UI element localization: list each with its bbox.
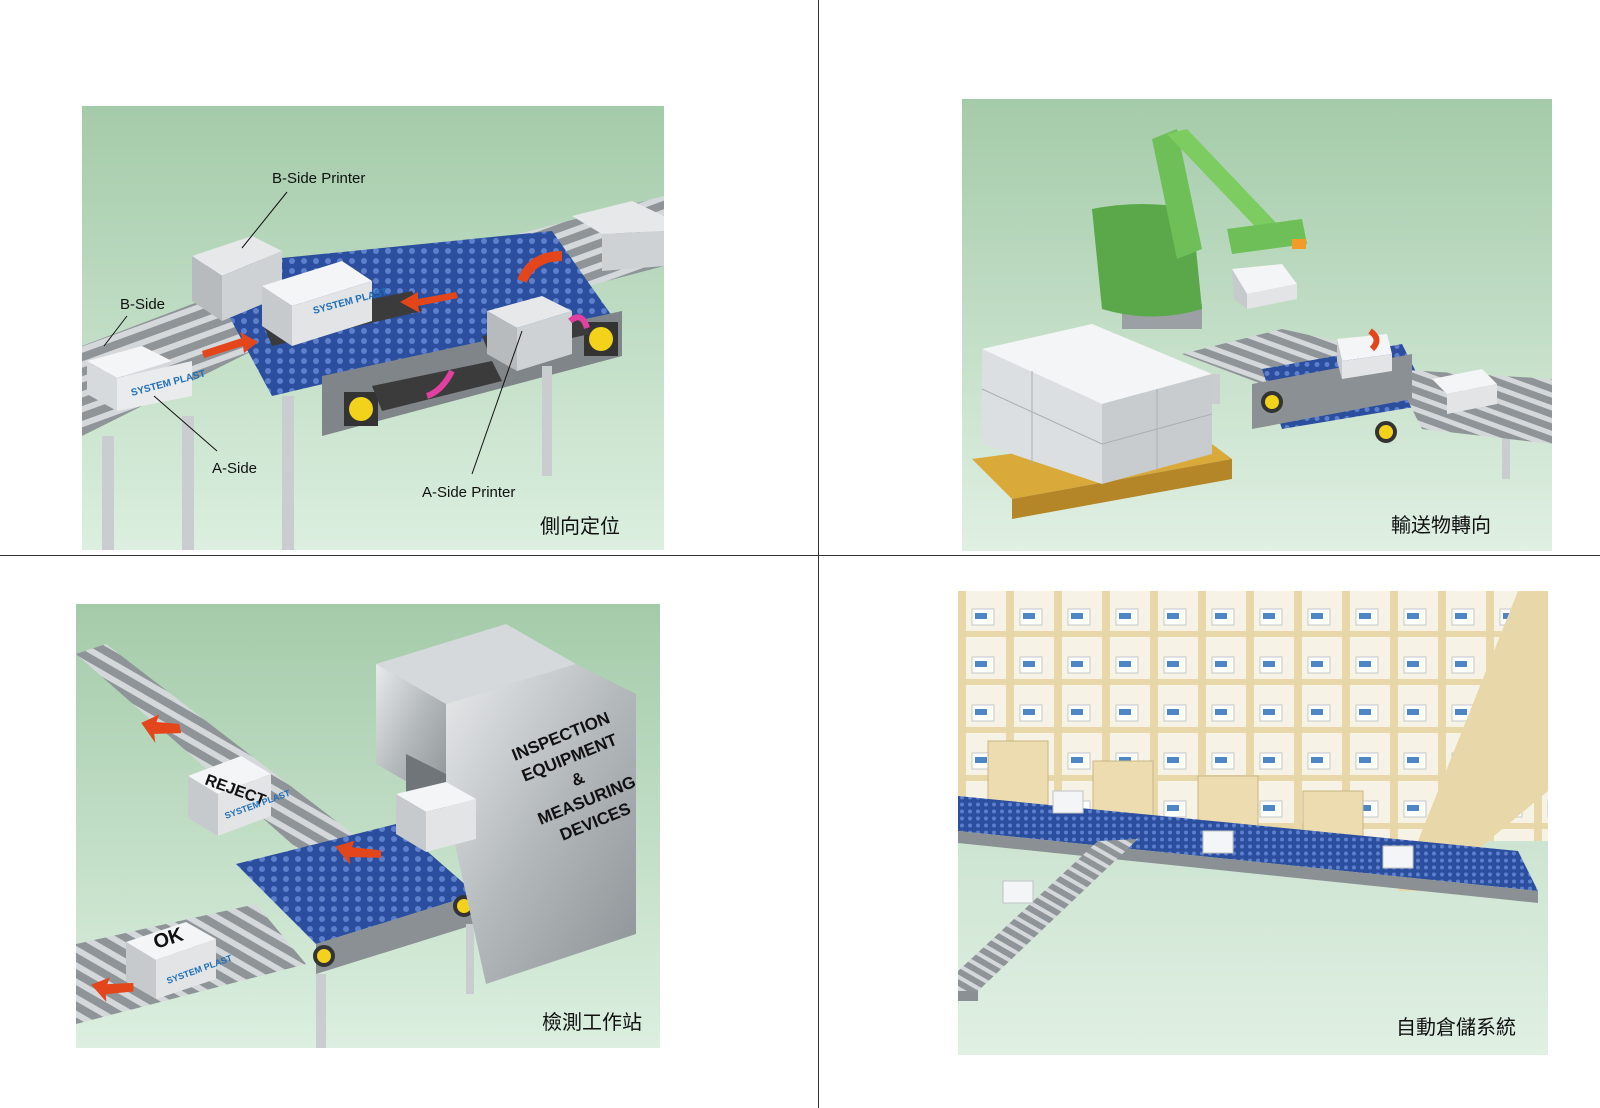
inspection-station-illustration: INSPECTION EQUIPMENT & MEASURING DEVICES… xyxy=(76,604,660,1048)
panel-inspection-station: INSPECTION EQUIPMENT & MEASURING DEVICES… xyxy=(76,604,660,1048)
horizontal-divider xyxy=(0,555,1600,556)
automated-warehouse-illustration xyxy=(958,591,1548,1055)
label-b-side-printer: B-Side Printer xyxy=(272,170,366,187)
curved-arrow-icon xyxy=(517,251,563,284)
panel-conveyor-turning: 輸送物轉向 xyxy=(962,99,1552,551)
arrow-left-icon xyxy=(202,332,258,358)
vertical-divider xyxy=(818,0,819,1108)
conveyor-turning-illustration xyxy=(962,99,1552,551)
rotation-arrow-icon xyxy=(425,369,455,399)
caption-conveyor-turning: 輸送物轉向 xyxy=(1391,513,1491,537)
panel-automated-warehouse: 自動倉儲系統 xyxy=(958,591,1548,1055)
lateral-positioning-illustration: SYSTEM PLAST SYSTEM PLAST xyxy=(82,106,664,550)
arrow-belt-icon xyxy=(335,840,382,865)
rotation-arrow-icon xyxy=(1368,328,1380,352)
caption-inspection-station: 檢測工作站 xyxy=(542,1010,642,1034)
rotation-arrow-icon xyxy=(568,314,590,329)
arrow-ok-icon xyxy=(91,977,134,1002)
panel-lateral-positioning: SYSTEM PLAST SYSTEM PLAST B-Side Printer… xyxy=(82,106,664,550)
label-a-side: A-Side xyxy=(212,460,258,477)
inspection-machine xyxy=(446,664,636,984)
label-b-side: B-Side xyxy=(120,296,166,313)
caption-lateral-positioning: 側向定位 xyxy=(540,514,620,538)
arrow-left-icon xyxy=(400,292,458,313)
label-a-side-printer: A-Side Printer xyxy=(422,484,516,501)
caption-automated-warehouse: 自動倉儲系統 xyxy=(1396,1015,1516,1039)
arrow-reject-icon xyxy=(141,714,182,743)
